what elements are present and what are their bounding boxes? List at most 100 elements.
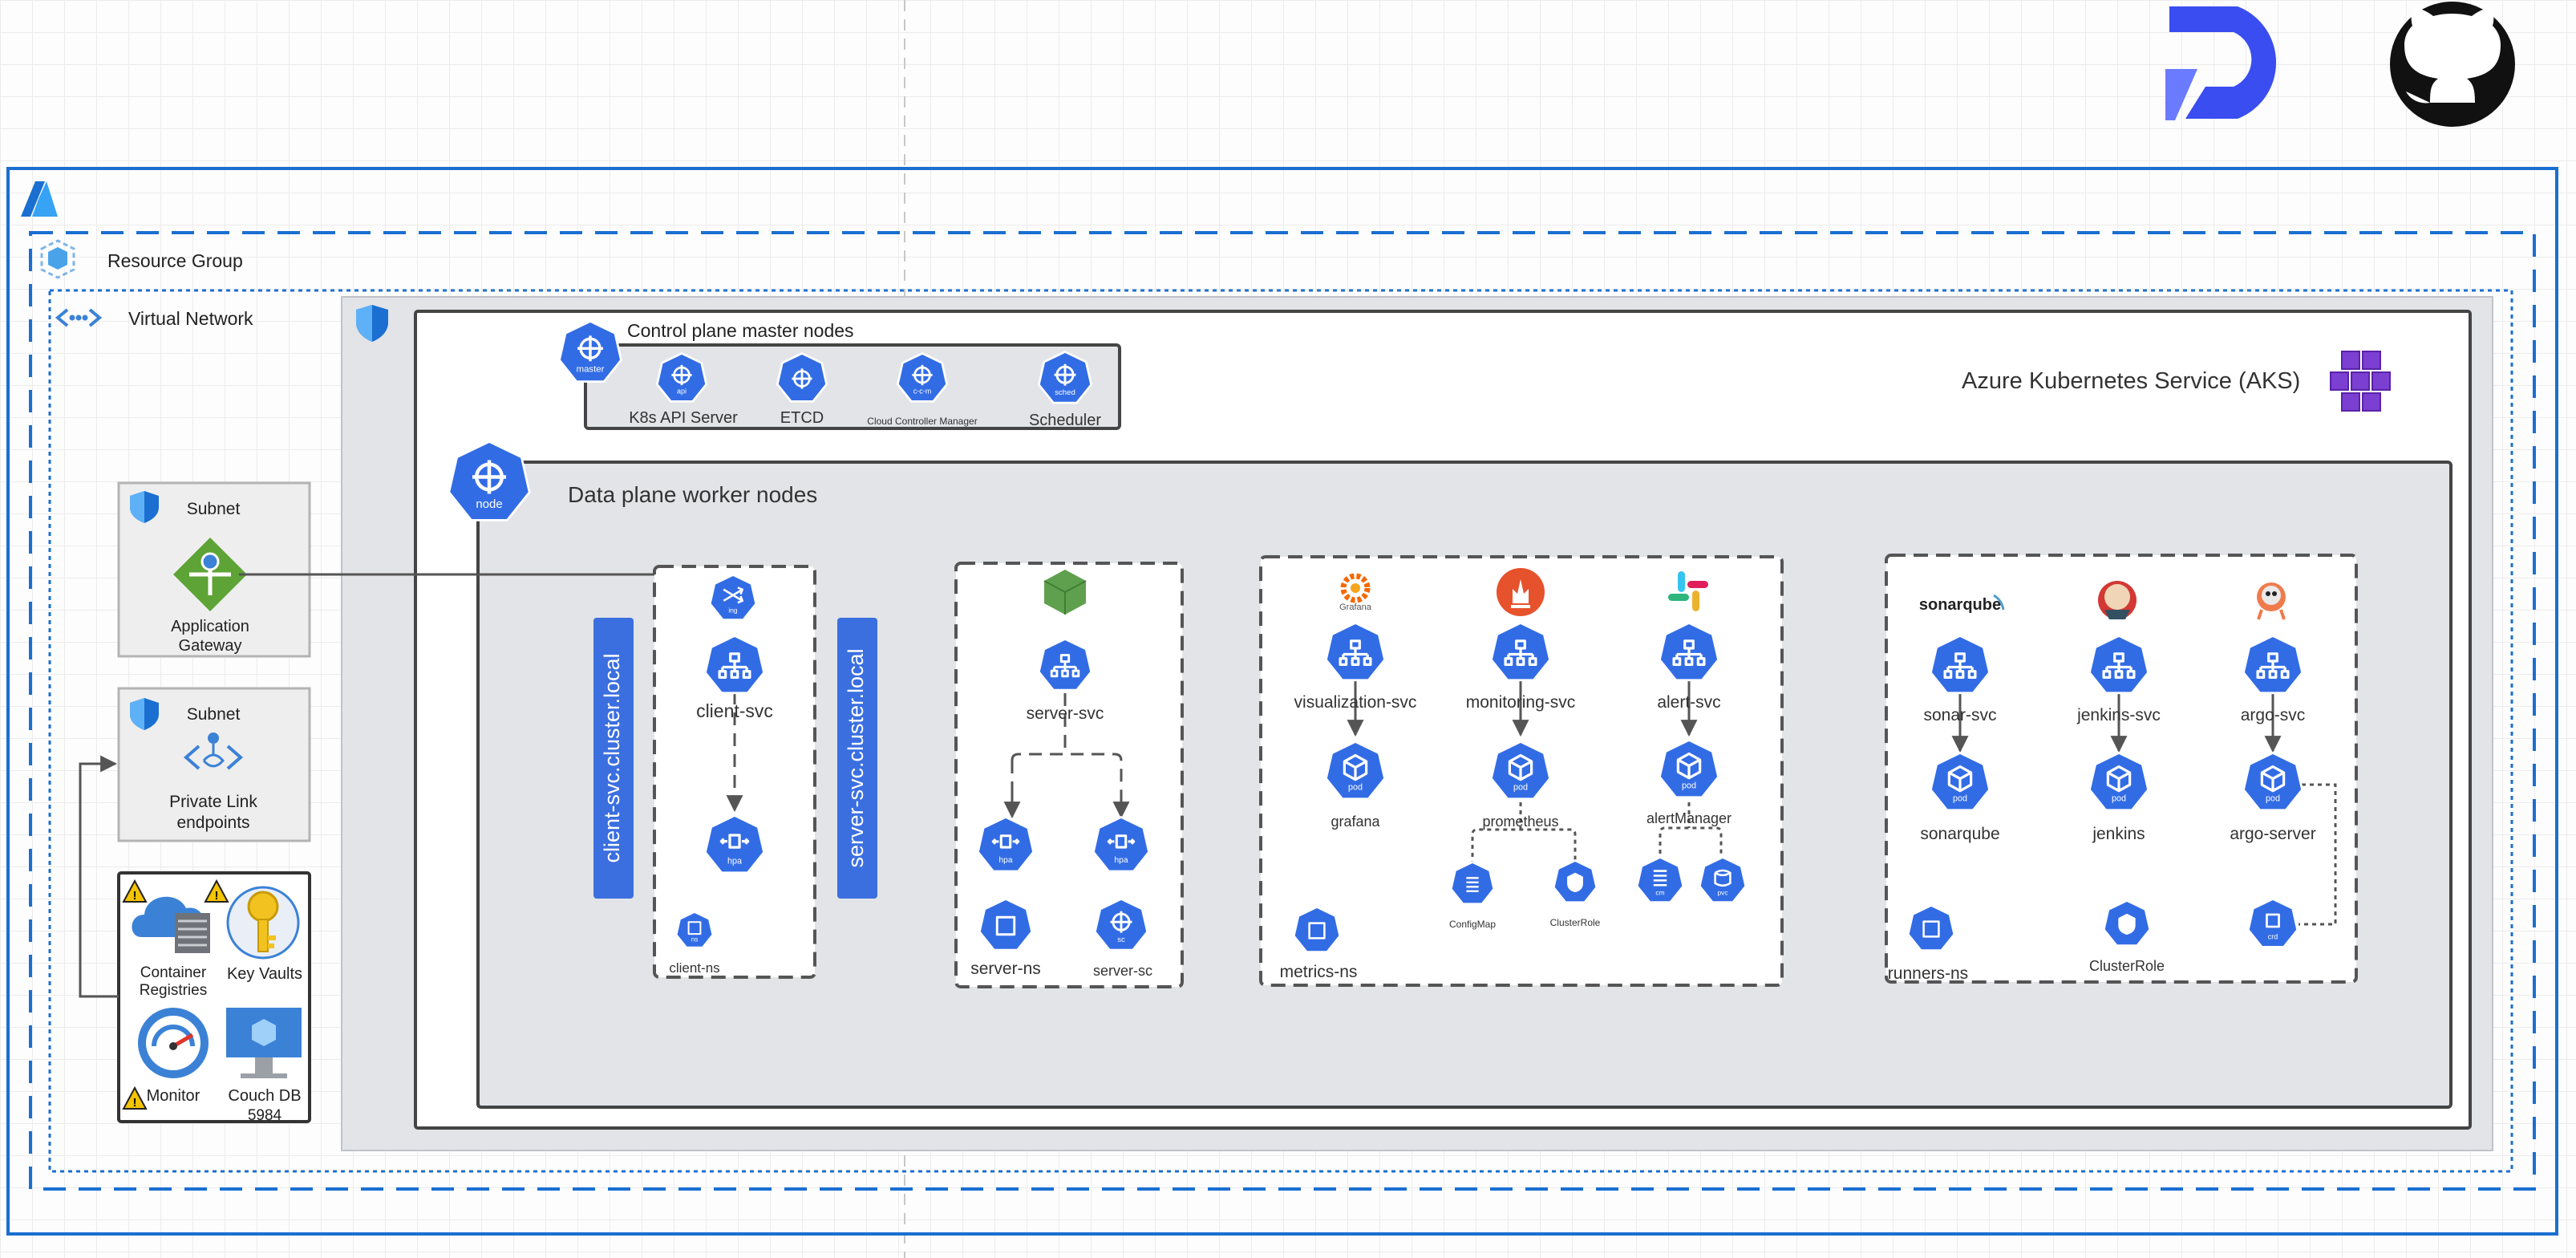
monitoring-svc-label: monitoring-svc bbox=[1466, 693, 1576, 712]
svg-text:!: ! bbox=[215, 889, 219, 903]
argo-icon bbox=[2257, 582, 2286, 620]
alert-svc-icon bbox=[1659, 622, 1719, 682]
worker-node-icon: node bbox=[448, 440, 531, 521]
svg-text:pod: pod bbox=[1953, 793, 1967, 803]
svg-text:pod: pod bbox=[1348, 782, 1363, 792]
warning-icon: ! bbox=[122, 1086, 148, 1110]
sonarqube-label: sonarqube bbox=[1920, 825, 1999, 843]
jenkins-svc-icon bbox=[2088, 635, 2149, 695]
resource-group-label: Resource Group bbox=[107, 250, 243, 271]
client-dns-label: client-svc.cluster.local bbox=[600, 653, 624, 862]
couch-db-port: 5984 bbox=[248, 1107, 282, 1124]
monitoring-svc-icon bbox=[1490, 622, 1551, 682]
monitor-label: Monitor bbox=[147, 1087, 200, 1105]
visualization-svc-icon bbox=[1325, 622, 1386, 682]
monitor-gauge-icon bbox=[138, 1008, 209, 1078]
sonar-svc-label: sonar-svc bbox=[1923, 706, 1996, 724]
etcd-label: ETCD bbox=[780, 409, 824, 427]
clusterrole-metrics-label: ClusterRole bbox=[1550, 917, 1601, 928]
couch-db-label: Couch DB bbox=[228, 1087, 301, 1105]
container-registries-label-2: Registries bbox=[140, 982, 207, 999]
vnet-icon bbox=[55, 308, 103, 327]
server-svc-label: server-svc bbox=[1027, 704, 1104, 723]
server-sc-icon: sc bbox=[1093, 898, 1149, 952]
grafana-pod-icon: pod bbox=[1325, 741, 1386, 801]
alert-pvc-icon: pvc bbox=[1698, 856, 1748, 903]
client-ns-icon: ns bbox=[674, 911, 715, 949]
client-ns-label: client-ns bbox=[669, 960, 719, 976]
virtual-network-label: Virtual Network bbox=[128, 308, 253, 329]
svg-text:ns: ns bbox=[691, 936, 698, 944]
port-logo-icon bbox=[2165, 6, 2277, 120]
runners-ns-icon bbox=[1906, 904, 1956, 952]
svg-text:sc: sc bbox=[1117, 935, 1125, 944]
alert-cm-icon: cm bbox=[1635, 856, 1685, 903]
data-plane-label: Data plane worker nodes bbox=[568, 482, 817, 507]
svg-text:!: ! bbox=[133, 1096, 137, 1110]
svg-text:pvc: pvc bbox=[1717, 888, 1727, 896]
prometheus-pod-icon: pod bbox=[1490, 741, 1551, 801]
sonarqube-logo-text: sonarqube bbox=[1919, 596, 2001, 614]
subnet-shield-icon bbox=[130, 698, 159, 730]
server-svc-icon bbox=[1037, 638, 1093, 692]
node-cube-icon bbox=[1043, 570, 1087, 615]
prometheus-icon bbox=[1497, 568, 1545, 616]
visualization-svc-label: visualization-svc bbox=[1294, 693, 1417, 712]
svg-text:pod: pod bbox=[1513, 782, 1528, 792]
jenkins-icon bbox=[2098, 581, 2137, 619]
svg-text:hpa: hpa bbox=[727, 856, 742, 866]
shield-icon bbox=[356, 305, 388, 342]
svg-text:cm: cm bbox=[1655, 888, 1664, 896]
client-svc-label: client-svc bbox=[696, 700, 773, 721]
configmap-label: ConfigMap bbox=[1449, 919, 1496, 930]
svg-text:pod: pod bbox=[2266, 793, 2280, 803]
clusterrole-runners-icon bbox=[2102, 899, 2152, 947]
svg-text:sched: sched bbox=[1055, 388, 1075, 397]
alert-svc-label: alert-svc bbox=[1657, 693, 1720, 712]
sonarqube-icon: sonarqube bbox=[1919, 594, 2005, 614]
prometheus-label: prometheus bbox=[1482, 814, 1558, 830]
control-plane-label: Control plane master nodes bbox=[627, 320, 854, 341]
grafana-logo-text: Grafana bbox=[1339, 603, 1372, 612]
metrics-ns-icon bbox=[1292, 906, 1342, 953]
svg-text:!: ! bbox=[133, 889, 137, 903]
subnet-shield-icon bbox=[130, 491, 159, 523]
warning-icon: ! bbox=[204, 879, 229, 903]
scheduler-icon: sched bbox=[1037, 351, 1093, 404]
svg-text:ing: ing bbox=[728, 606, 738, 614]
grafana-label: grafana bbox=[1331, 814, 1380, 830]
metrics-ns-label: metrics-ns bbox=[1280, 963, 1358, 981]
alertmanager-pod-icon: pod bbox=[1659, 739, 1719, 799]
subnet-2-label: Subnet bbox=[187, 705, 241, 724]
resource-group-cube-icon bbox=[40, 239, 75, 279]
app-gateway-label-2: Gateway bbox=[179, 637, 242, 655]
app-gateway-icon bbox=[173, 538, 247, 611]
alertmanager-label: alertManager bbox=[1646, 810, 1732, 826]
container-registries-label-1: Container bbox=[140, 964, 207, 981]
argo-server-pod-icon: pod bbox=[2242, 752, 2303, 812]
ingress-icon: ing bbox=[708, 574, 758, 621]
svg-text:pod: pod bbox=[1682, 781, 1696, 790]
api-server-icon: api bbox=[655, 352, 708, 403]
argo-svc-icon bbox=[2242, 635, 2303, 695]
client-svc-icon bbox=[704, 635, 765, 695]
argo-server-label: argo-server bbox=[2230, 825, 2315, 843]
couchdb-monitor-icon bbox=[226, 1008, 302, 1078]
container-registry-icon bbox=[132, 896, 210, 953]
sonar-svc-icon bbox=[1930, 635, 1991, 695]
svg-text:c-c-m: c-c-m bbox=[913, 388, 932, 396]
svg-text:hpa: hpa bbox=[999, 856, 1013, 865]
key-vaults-label: Key Vaults bbox=[227, 965, 302, 983]
crd-icon: crd bbox=[2246, 898, 2299, 948]
clusterrole-metrics-icon bbox=[1552, 859, 1598, 904]
warning-icon: ! bbox=[122, 879, 148, 903]
jenkins-pod-icon: pod bbox=[2088, 752, 2149, 812]
svg-text:pod: pod bbox=[2112, 793, 2126, 803]
private-link-icon bbox=[183, 732, 244, 770]
server-hpa-right-icon: hpa bbox=[1092, 816, 1151, 873]
scheduler-label: Scheduler bbox=[1029, 412, 1101, 429]
etcd-icon bbox=[776, 352, 828, 403]
svg-text:crd: crd bbox=[2268, 933, 2278, 941]
